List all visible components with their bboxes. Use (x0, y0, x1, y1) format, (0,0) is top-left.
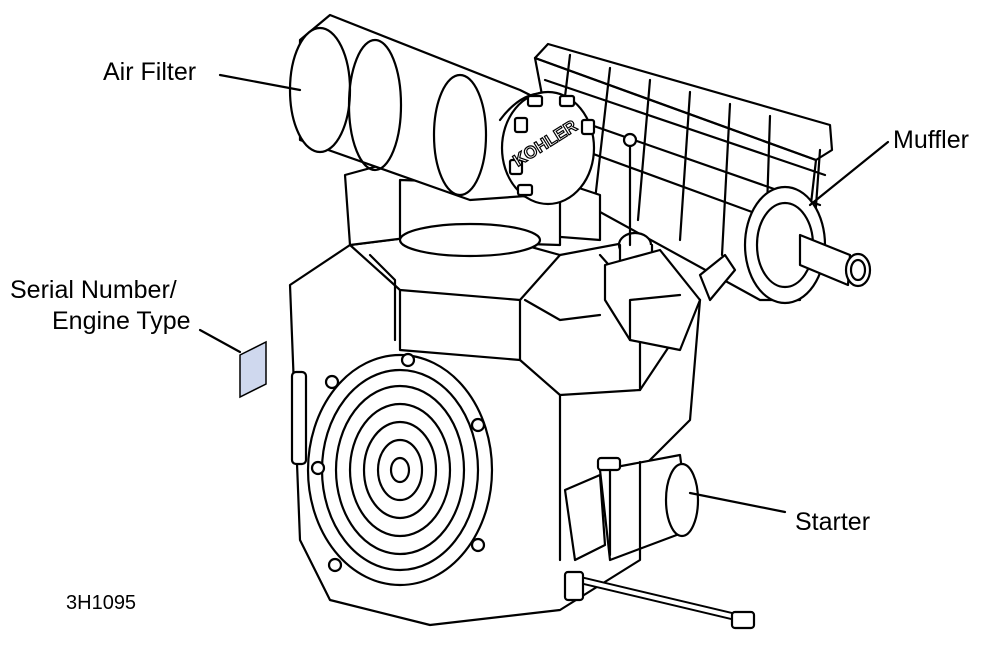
serial-plate-mount (290, 370, 308, 466)
oil-fill-cap (603, 132, 702, 352)
exhaust-pipe (698, 253, 737, 302)
air-filter-label: Air Filter (103, 58, 197, 86)
air-filter-leader (218, 73, 302, 92)
drawing-code: 3H1095 (66, 592, 137, 614)
serial-number-label: Serial Number/ (10, 276, 177, 304)
fuel-line (563, 570, 756, 630)
serial-leader (198, 328, 242, 354)
filter-end-cap (500, 90, 596, 206)
muffler-leader (808, 140, 890, 207)
starter-leader (688, 491, 787, 514)
intake-housing (343, 158, 602, 258)
starter (563, 453, 700, 562)
fan-guard (306, 352, 494, 587)
muffler (743, 185, 872, 305)
air-filter (288, 13, 596, 206)
engine-type-label: Engine Type (52, 307, 191, 335)
muffler-label: Muffler (893, 126, 969, 154)
starter-label: Starter (795, 508, 871, 536)
serial-number-plate (239, 340, 267, 399)
